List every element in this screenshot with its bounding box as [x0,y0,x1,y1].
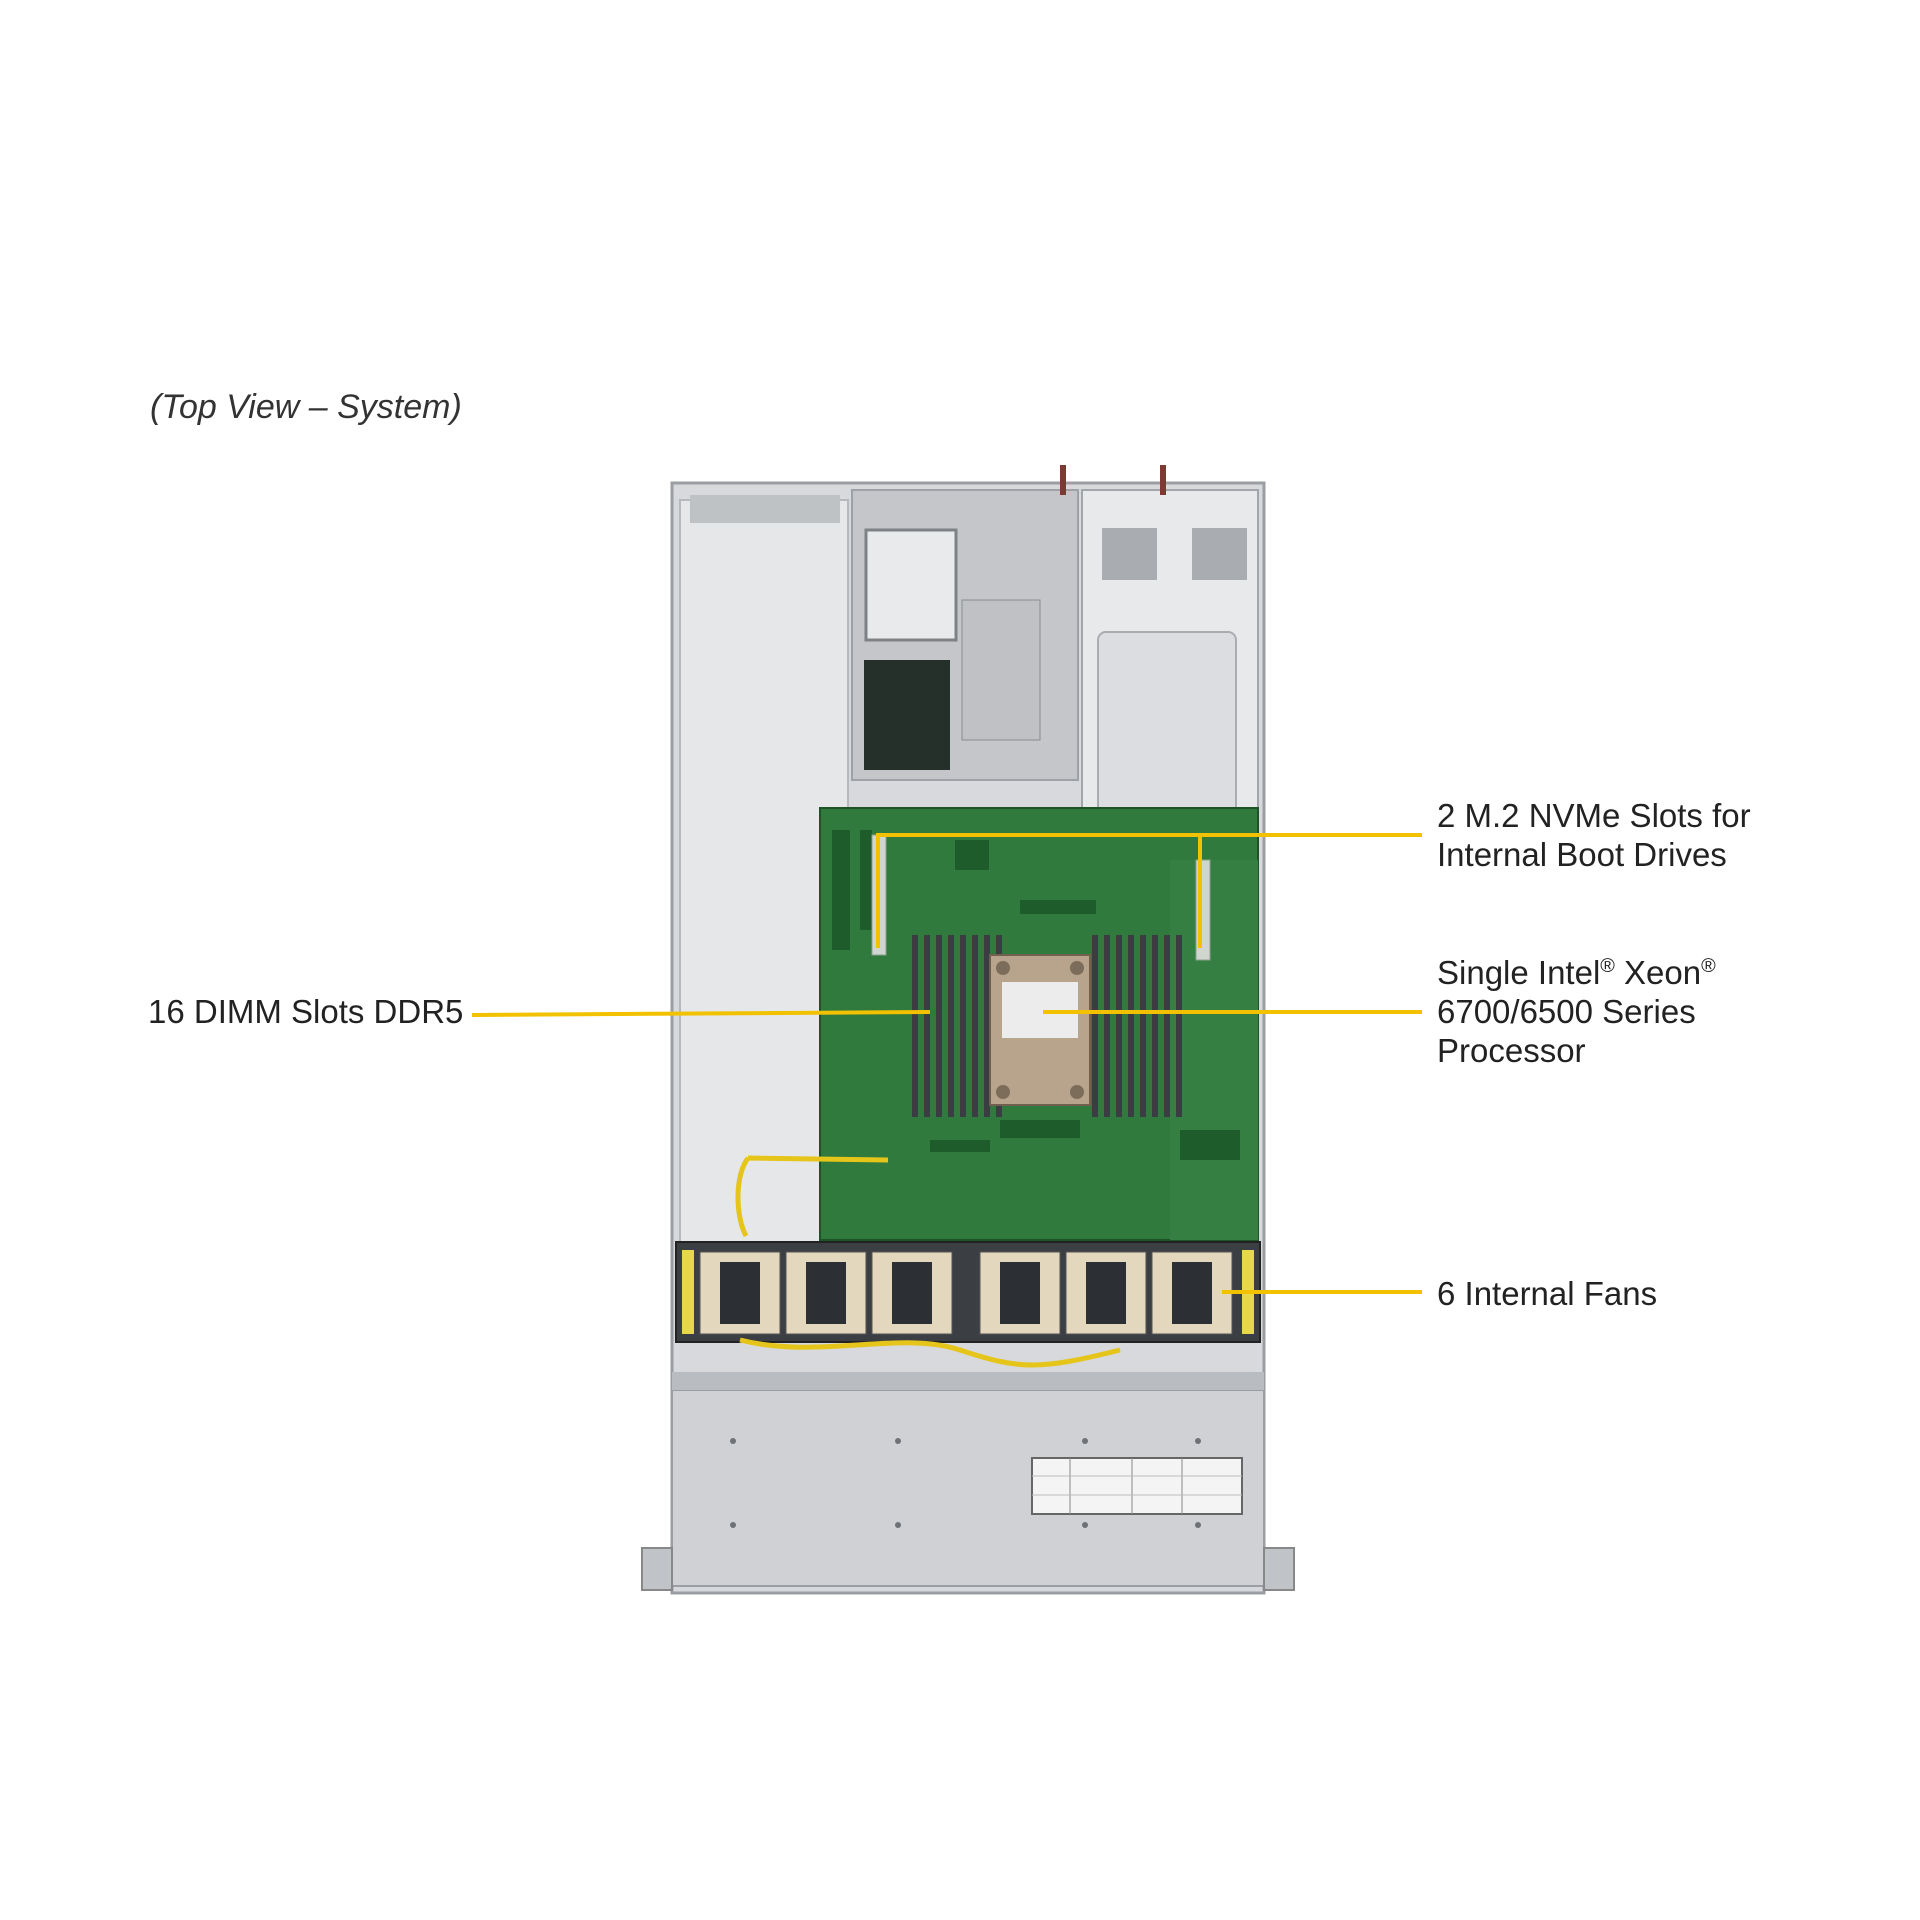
fan-icon [1065,1251,1147,1335]
fan-icon [871,1251,953,1335]
service-label [1031,1457,1243,1515]
rear-antenna-2 [1160,465,1166,495]
cpu-callout-line1: Single Intel® Xeon® [1437,954,1716,991]
nvme-callout-line [876,833,1422,948]
rear-antenna-1 [1060,465,1066,495]
fans-callout: 6 Internal Fans [1437,1275,1658,1312]
motherboard-expansion [1170,860,1258,1240]
fan-icon [979,1251,1061,1335]
nvme-callout-line1: 2 M.2 NVMe Slots for [1437,797,1751,834]
figure-caption: (Top View – System) [150,388,462,426]
psu-panel [1097,631,1237,823]
riser-pcb [864,660,950,770]
front-rail [672,1372,1264,1390]
fan-row [699,1251,1233,1335]
yellow-cable-left [735,1155,889,1238]
fan-icon [785,1251,867,1335]
cpu-callout: Single Intel® Xeon® 6700/6500 Series Pro… [1437,953,1716,1070]
riser-card [864,528,958,642]
front-panel-screws [730,1438,1201,1528]
dimm-callout-line [471,1010,931,1017]
dimm-bank-right [1092,935,1182,1117]
left-handle [641,1547,673,1591]
cpu-heatsink-icon [989,954,1091,1106]
psu-slot-2 [1192,528,1247,580]
cpu-callout-line3: Processor [1437,1032,1586,1069]
left-vent-grille [690,495,840,523]
fan-icon [1151,1251,1233,1335]
psu-slot-1 [1102,528,1157,580]
cable-tray [961,599,1041,741]
dimm-callout: 16 DIMM Slots DDR5 [148,993,464,1030]
board-components [832,830,1240,1160]
cpu-callout-line2: 6700/6500 Series [1437,993,1696,1030]
callout-lines [471,833,1422,1294]
fan-latch-left [682,1250,694,1334]
nvme-callout-line2: Internal Boot Drives [1437,836,1727,873]
fan-icon [699,1251,781,1335]
yellow-cable [739,1337,1121,1368]
right-handle [1263,1547,1295,1591]
nvme-callout: 2 M.2 NVMe Slots for Internal Boot Drive… [1437,796,1751,874]
